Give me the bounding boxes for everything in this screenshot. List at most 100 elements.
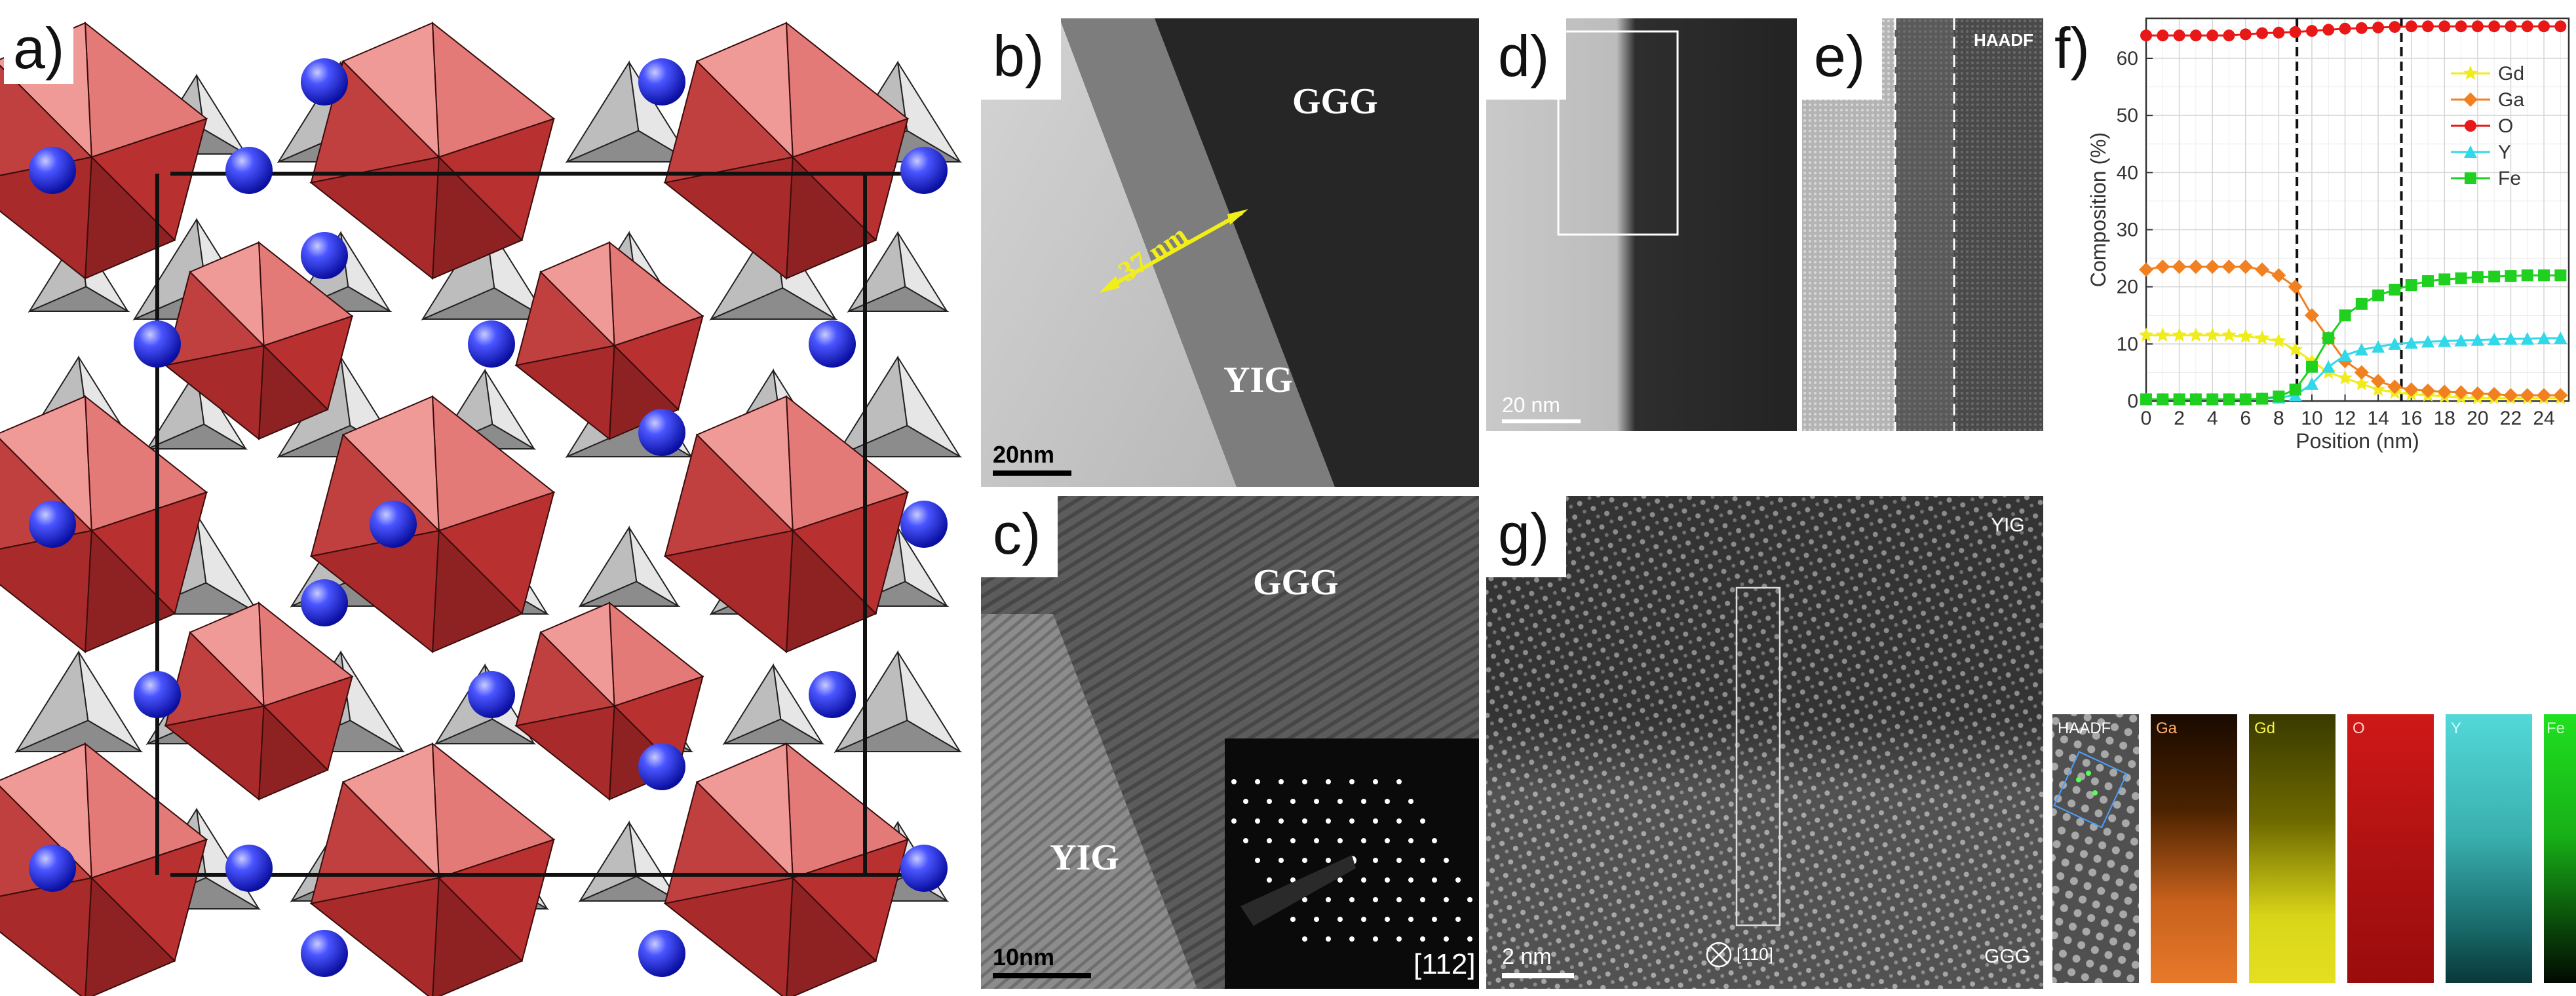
diffraction-spot (1361, 799, 1366, 804)
panel-e: e) HAADF (1802, 18, 2043, 431)
data-point (2438, 273, 2451, 286)
crystal-structure-illustration (0, 21, 963, 996)
series-line (2146, 337, 2561, 400)
tetrahedron (14, 650, 144, 754)
data-point (2370, 381, 2386, 396)
sphere (134, 671, 181, 718)
data-point (2503, 388, 2518, 403)
beam-stopper (1240, 855, 1356, 926)
yig-label-g: YIG (1991, 514, 2025, 536)
diffraction-spot (1444, 936, 1449, 942)
octahedron (164, 601, 354, 801)
panel-c: c) GGG YIG [112] 10nm (981, 496, 1479, 989)
map-o: O (2347, 714, 2434, 983)
octahedron (663, 21, 910, 280)
data-point (2520, 388, 2535, 403)
map-label-y: Y (2451, 719, 2462, 737)
data-point (2289, 383, 2301, 396)
diffraction-spot (1302, 779, 1307, 784)
data-point (2223, 393, 2235, 406)
diffraction-spot (1455, 877, 1461, 883)
diffraction-spot (1455, 917, 1461, 922)
x-tick-label: 12 (2334, 408, 2356, 429)
y-tick-label: 40 (2117, 162, 2138, 183)
data-point (2221, 259, 2237, 275)
data-point (2471, 20, 2484, 33)
data-point (2422, 20, 2434, 33)
thickness-arrow (1099, 209, 1248, 293)
haadf-image-e (1802, 18, 2043, 431)
diffraction-spot (1361, 838, 1366, 843)
diffraction-spot (1396, 897, 1402, 902)
legend-label: O (2498, 115, 2513, 137)
diffraction-spot (1243, 799, 1248, 804)
diffraction-spot (1420, 858, 1425, 863)
data-point (2389, 21, 2401, 33)
data-point (2305, 377, 2318, 390)
diffraction-spot (1373, 818, 1378, 824)
x-tick-label: 24 (2533, 408, 2554, 429)
data-point (2488, 20, 2501, 33)
data-point (2288, 341, 2303, 356)
x-tick-label: 22 (2500, 408, 2522, 429)
legend-label: Fe (2498, 168, 2521, 189)
data-point (2554, 269, 2567, 282)
diffraction-spot (1432, 917, 1437, 922)
panel-g-label: g) (1486, 496, 1567, 577)
data-point (2463, 92, 2478, 107)
data-point (2372, 340, 2385, 353)
diffraction-spot (1432, 838, 1437, 843)
map-label-haadf: HAADF (2058, 719, 2111, 737)
data-point (2339, 22, 2351, 35)
data-point (2255, 262, 2270, 277)
tem-image-b (981, 18, 1479, 487)
data-point (2453, 385, 2469, 400)
diffraction-spot (1396, 858, 1402, 863)
diffraction-spot (1231, 818, 1237, 824)
x-tick-label: 16 (2400, 408, 2422, 429)
scale-label-g: 2 nm (1502, 944, 1552, 969)
diffraction-spot (1467, 897, 1472, 902)
series-line (2145, 265, 2561, 396)
data-point (2354, 375, 2370, 391)
sphere (370, 501, 417, 548)
panel-g: g) YIG GGG [110] 2 nm (1486, 496, 2043, 989)
diffraction-spot (1337, 877, 1343, 883)
scale-bar-b (993, 470, 1071, 476)
diffraction-spot (1420, 936, 1425, 942)
tetrahedron (565, 60, 694, 164)
data-point (2463, 66, 2478, 80)
data-point (2487, 387, 2502, 402)
sphere (301, 930, 348, 977)
sphere (301, 232, 348, 279)
ggg-label-g: GGG (1984, 946, 2031, 967)
data-point (2288, 279, 2303, 294)
data-point (2155, 327, 2170, 342)
diffraction-spot (1255, 818, 1260, 824)
data-point (2338, 349, 2352, 362)
diffraction-spot (1255, 858, 1260, 863)
data-point (2454, 334, 2468, 347)
diffraction-spot (1444, 858, 1449, 863)
data-point (2504, 332, 2518, 345)
diffraction-spot (1314, 838, 1319, 843)
sphere (301, 58, 348, 105)
diffraction-spot (1278, 779, 1284, 784)
diffraction-spot (1467, 936, 1472, 942)
sphere (809, 320, 856, 368)
data-point (2521, 269, 2533, 282)
data-point (2140, 393, 2152, 406)
octahedron (663, 394, 910, 653)
data-point (2421, 335, 2434, 348)
data-point (2438, 20, 2451, 33)
y-tick-label: 0 (2127, 391, 2138, 412)
data-point (2471, 271, 2484, 283)
data-point (2238, 328, 2254, 343)
data-point (2354, 365, 2369, 380)
sphere (301, 579, 348, 626)
data-point (2521, 20, 2533, 33)
diffraction-spot (1408, 877, 1413, 883)
panel-a: a) (0, 0, 973, 996)
data-point (2289, 26, 2301, 38)
